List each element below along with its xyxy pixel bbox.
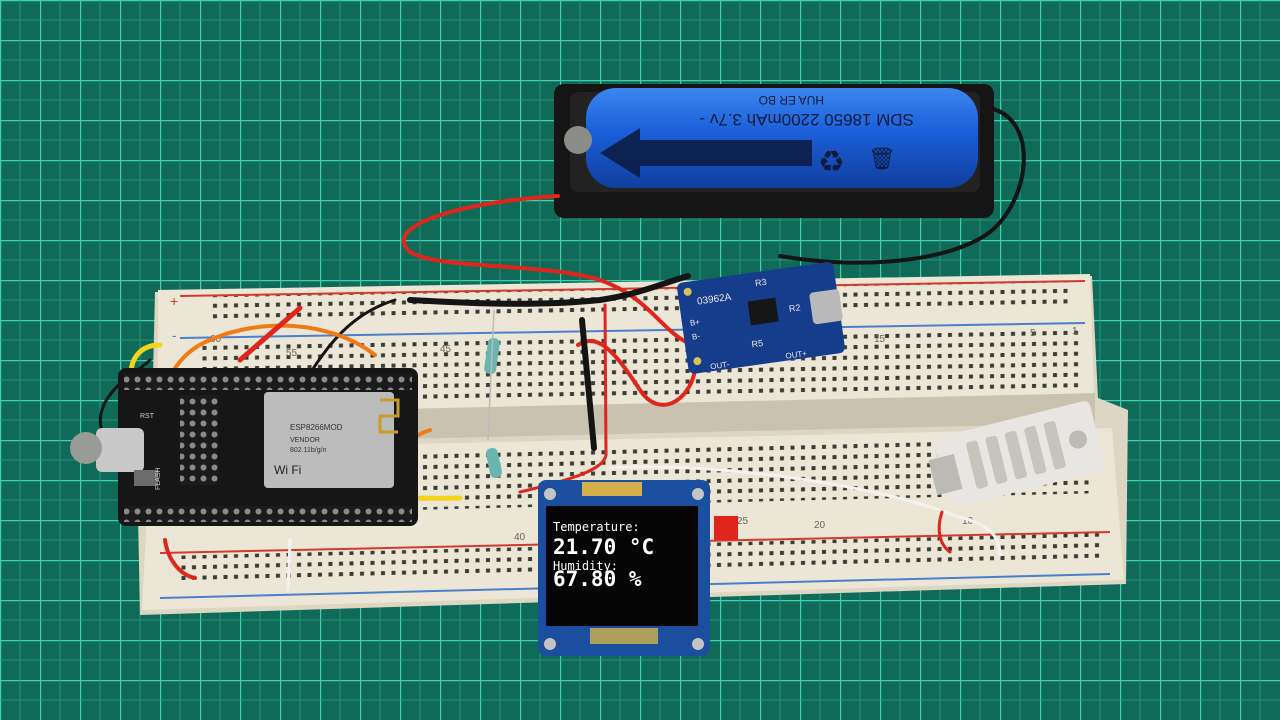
rst-button-label: RST (140, 413, 155, 420)
temperature-label: Temperature: (553, 520, 640, 534)
column-number-5: 5 (1030, 328, 1036, 339)
no-trash-icon: 🗑 (868, 147, 896, 172)
wire-battery-black (778, 106, 1026, 265)
wire-red-loop (576, 339, 697, 407)
pin-label-b-minus: B- (691, 332, 701, 342)
rail-minus-sign: - (172, 327, 177, 343)
breadboard-labels: + - 60 55 45 40 25 20 15 10 5 1 (170, 293, 1078, 543)
nodemcu-board: ESP8266MOD VENDOR 802.11b/g/n Wi Fi FLAS… (70, 368, 418, 526)
flash-button-label: FLASH (155, 467, 162, 490)
column-number-1: 1 (1072, 326, 1078, 337)
oled-screen (546, 506, 698, 626)
wire-red-down (518, 303, 608, 494)
resistors (484, 309, 503, 478)
chip-code-text: 03962A (696, 292, 732, 308)
antenna-trace (378, 398, 400, 434)
wire-white-bottom (286, 538, 292, 592)
pin-label-r5: R5 (751, 338, 764, 350)
resistor-bottom (485, 448, 503, 478)
humidity-value: 67.80 % (553, 567, 642, 591)
wire-black-top (407, 273, 691, 307)
pin-label-r3: R3 (754, 277, 767, 289)
column-number-10: 10 (962, 516, 974, 527)
column-number-55: 55 (286, 348, 298, 359)
red-marker (714, 516, 738, 540)
column-number-25: 25 (737, 516, 749, 527)
esp-chip-text: ESP8266MOD (290, 423, 343, 432)
humidity-label: Humidity: (553, 559, 618, 573)
battery-holder: HUA ER BO SDM 18650 2200mAh 3.7v - ♻ 🗑 (554, 84, 994, 218)
usb-port (96, 428, 144, 472)
pin-label-b-plus: B+ (689, 317, 700, 327)
ldr-sensor (70, 432, 102, 464)
pin-label-out-plus: OUT+ (785, 349, 808, 361)
wire-white (608, 465, 1002, 557)
micro-usb-port (809, 289, 843, 325)
column-number-40: 40 (514, 532, 526, 543)
wire-red-bottom (163, 538, 197, 580)
recycle-icon: ♻ (818, 145, 845, 180)
esp-standard-text: 802.11b/g/n (290, 447, 327, 454)
column-number-20: 20 (814, 520, 826, 531)
dht-sensor (928, 401, 1105, 508)
rail-plus-sign: + (170, 293, 178, 309)
esp-module-shield (264, 392, 394, 488)
wire-battery-red (401, 194, 692, 346)
pin-label-out-minus: OUT- (710, 360, 731, 372)
wire-red-left (237, 305, 303, 363)
esp-vendor-text: VENDOR (290, 437, 320, 444)
oled-module: Temperature: 21.70 °C Humidity: 67.80 % (538, 480, 710, 656)
temperature-value: 21.70 °C (553, 535, 654, 559)
column-number-15: 15 (874, 334, 886, 345)
battery-label-text: SDM 18650 2200mAh 3.7v - (699, 110, 914, 129)
column-number-45: 45 (440, 344, 452, 355)
pin-label-r2: R2 (788, 302, 801, 314)
wire-black-stub (579, 317, 597, 451)
wire-red-sensor (937, 510, 952, 554)
battery-brand-text: HUA ER BO (759, 93, 824, 107)
charger-chip (747, 297, 779, 326)
charger-module: 03962A R3 R2 R5 OUT- B+ B- OUT+ (677, 262, 845, 374)
wifi-logo-text: Wi Fi (274, 463, 301, 477)
